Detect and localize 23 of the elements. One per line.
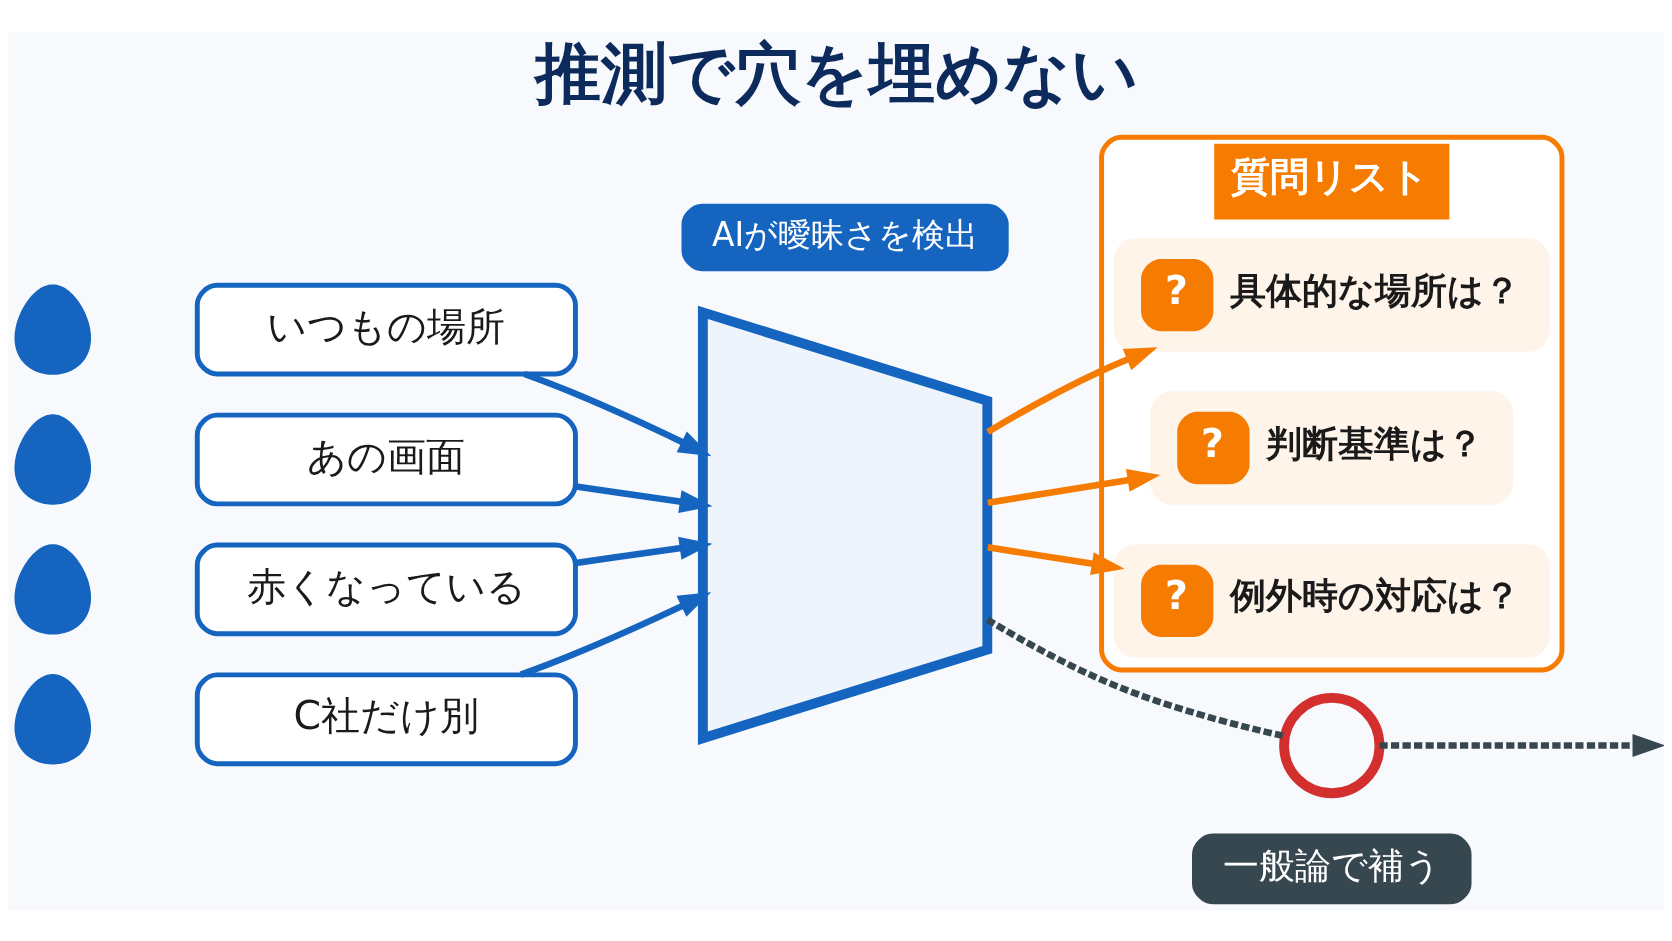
- diagram-title: 推測で穴を埋めない: [535, 34, 1140, 112]
- node-box: いつもの場所: [194, 282, 578, 376]
- node-trapezoid: [697, 305, 993, 745]
- node-box: ? 判断基準は？: [1150, 390, 1514, 505]
- arrow: [986, 346, 1158, 435]
- node-person: [14, 543, 92, 635]
- arrow: [575, 482, 713, 513]
- node-person: [14, 673, 92, 764]
- node-box: ? 具体的な場所は？: [1113, 237, 1550, 352]
- node-person: [14, 283, 92, 375]
- arrow: [987, 543, 1125, 575]
- node-box: 一般論で補う: [1192, 833, 1472, 904]
- node-circle: [1279, 692, 1385, 798]
- node-box: C社だけ別: [194, 671, 578, 766]
- node-box: あの画面: [194, 412, 578, 506]
- node-box: 赤くなっている: [194, 542, 578, 636]
- connector: [985, 616, 1286, 739]
- arrow: [1379, 733, 1664, 757]
- node-box: ? 例外時の対応は？: [1113, 543, 1550, 658]
- node-person: [14, 413, 92, 505]
- arrow: [987, 468, 1161, 506]
- arrow: [575, 536, 713, 566]
- node-box: AIが曖昧さを検出: [681, 203, 1009, 271]
